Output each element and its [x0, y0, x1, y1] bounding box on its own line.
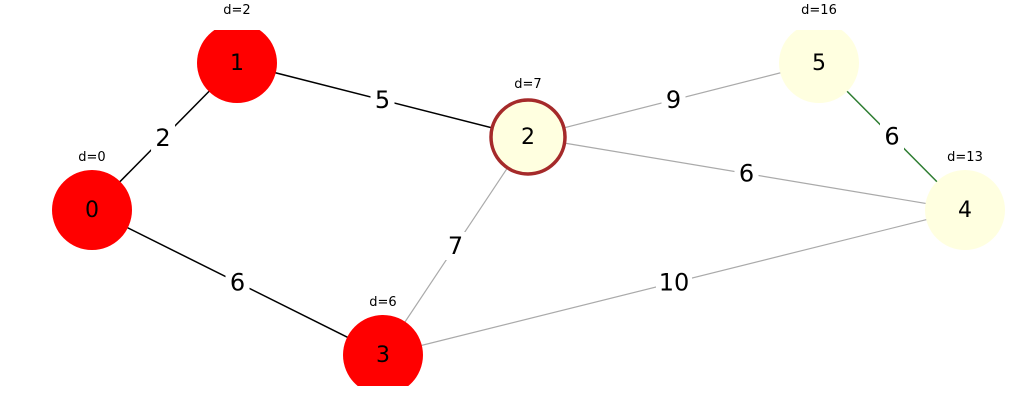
- edge-weight-bg-2-3: [443, 232, 468, 260]
- node-3: [343, 315, 423, 386]
- edge-weight-bg-3-4: [656, 268, 692, 297]
- edge-weight-0-1: 2: [155, 124, 170, 152]
- nodes-layer: 0 1 2 3 4 5: [52, 30, 1005, 386]
- edge-weight-3-4: 10: [659, 269, 690, 297]
- node-distance-4: d=13: [947, 150, 983, 165]
- node-0: [52, 170, 132, 250]
- node-label-1: 1: [230, 51, 244, 76]
- node-label-0: 0: [85, 198, 99, 223]
- edge-weight-2-3: 7: [448, 232, 463, 260]
- distance-labels-layer: d=0 d=2 d=7 d=6 d=13 d=16: [78, 3, 983, 310]
- weights-layer: 2 6 5 9 6 7 10 6: [151, 86, 904, 297]
- edge-weight-1-2: 5: [375, 86, 390, 114]
- node-distance-2: d=7: [514, 77, 541, 92]
- edge-weight-bg-0-1: [151, 123, 176, 152]
- node-distance-1: d=2: [223, 3, 250, 18]
- node-distance-5: d=16: [801, 3, 837, 18]
- edge-weight-bg-1-2: [370, 86, 395, 114]
- node-5: [779, 30, 859, 103]
- edge-weight-bg-5-4: [880, 122, 904, 151]
- edge-weight-0-3: 6: [230, 269, 245, 297]
- node-4: [925, 170, 1005, 250]
- node-2: [489, 98, 567, 176]
- edge-weight-2-5: 9: [666, 86, 681, 114]
- node-distance-3: d=6: [369, 295, 396, 310]
- node-label-2: 2: [521, 125, 535, 150]
- node-label-3: 3: [376, 343, 390, 368]
- edge-weight-bg-2-5: [661, 86, 686, 114]
- edge-weight-bg-0-3: [225, 268, 250, 297]
- node-label-4: 4: [958, 198, 972, 223]
- node-label-5: 5: [812, 51, 826, 76]
- node-1: [197, 30, 277, 103]
- edge-weight-2-4: 6: [739, 160, 754, 188]
- node-distance-0: d=0: [78, 150, 105, 165]
- edge-weight-bg-2-4: [734, 159, 759, 188]
- edge-weight-5-4: 6: [884, 123, 899, 151]
